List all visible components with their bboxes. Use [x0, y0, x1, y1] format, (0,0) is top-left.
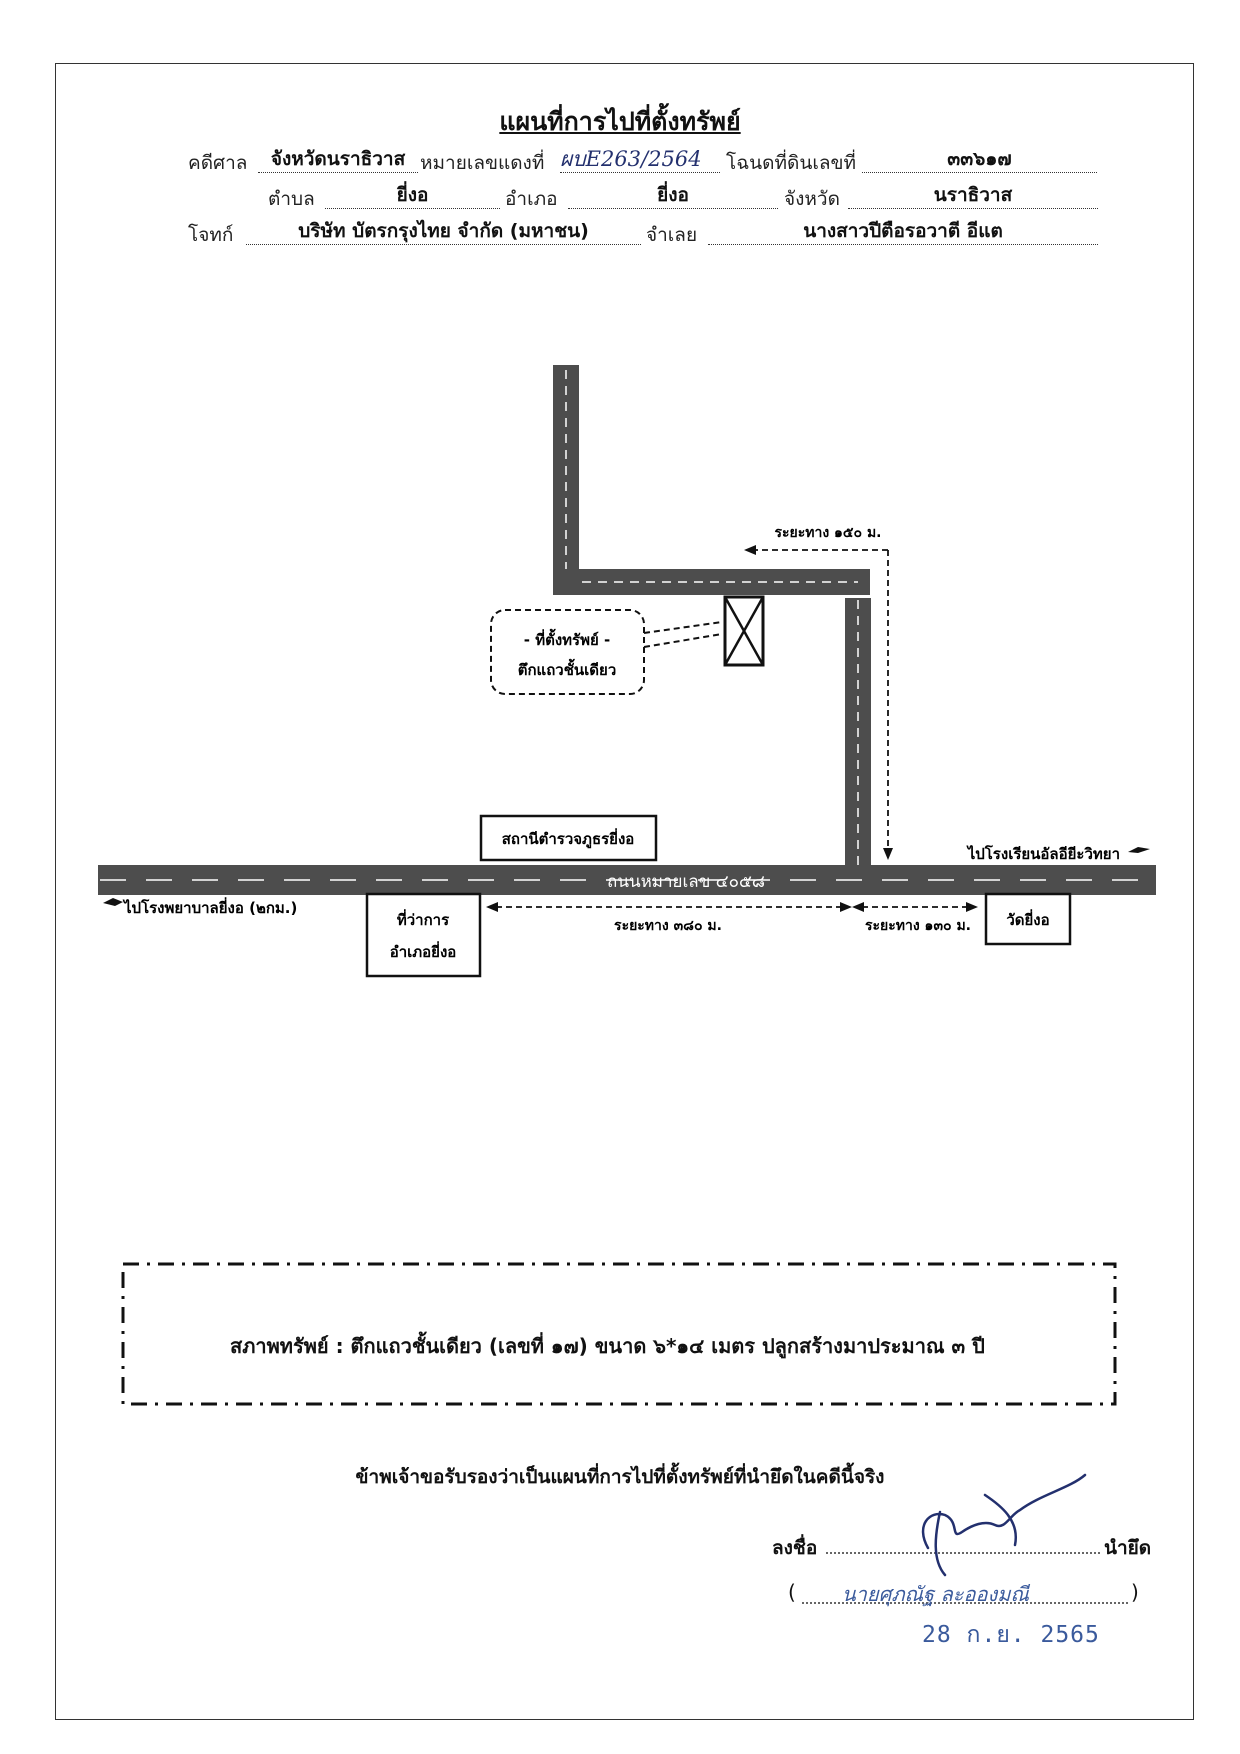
case-field: ผบE263/2564: [560, 146, 720, 173]
district-office-line1: ที่ว่าการ: [397, 909, 450, 929]
province-field: นราธิวาส: [848, 182, 1098, 209]
to-school-label: ไปโรงเรียนอัลอียีะวิทยา: [966, 844, 1120, 863]
property-callout-line1: - ที่ตั้งทรัพย์ -: [524, 628, 610, 649]
police-station-box: [479, 814, 658, 862]
court-value: จังหวัดนราธิวาส: [270, 148, 406, 170]
deed-label: โฉนดที่ดินเลขที่: [726, 152, 856, 174]
province-label: จังหวัด: [784, 188, 840, 210]
pointing-hand-icon: [1128, 847, 1150, 853]
court-label: คดีศาล: [188, 152, 248, 174]
page-frame: [55, 63, 1194, 1720]
amphoe-label: อำเภอ: [505, 188, 558, 210]
side-road-north: [553, 365, 579, 595]
sign-label: ลงชื่อ: [772, 1537, 818, 1559]
side-road-east: [553, 569, 870, 595]
main-road: [98, 865, 1156, 895]
plaintiff-label: โจทก์: [188, 224, 234, 246]
distance-380-label: ระยะทาง ๓๘๐ ม.: [614, 918, 722, 934]
court-field: จังหวัดนราธิวาส: [258, 146, 418, 173]
case-value: ผบE263/2564: [560, 147, 702, 171]
property-callout-line2: ตึกแถวชั้นเดียว: [518, 658, 617, 679]
defendant-label: จำเลย: [646, 224, 698, 246]
district-office-line2: อำเภอยี่งอ: [390, 941, 457, 961]
distance-150-label: ระยะทาง ๑๕๐ ม.: [774, 525, 881, 541]
signer-name: นายศุภณัฐ ละอองมณี: [842, 1582, 1029, 1606]
date-stamp: 28 ก.ย. 2565: [922, 1622, 1100, 1648]
plaintiff-field: บริษัท บัตรกรุงไทย จำกัด (มหาชน): [246, 218, 641, 245]
distance-130-label: ระยะทาง ๑๓๐ ม.: [865, 918, 971, 934]
distance-380-arrow: [486, 902, 852, 912]
defendant-value: นางสาวปีตือรอวาตี อีแต: [803, 220, 1003, 242]
property-callout: [490, 609, 723, 695]
page-title: แผนที่การไปที่ตั้งทรัพย์: [499, 107, 741, 136]
deed-field: ๓๓๖๑๗: [862, 146, 1097, 173]
temple-label: วัดยี่งอ: [1006, 909, 1049, 929]
amphoe-field: ยี่งอ: [568, 182, 778, 209]
amphoe-value: ยี่งอ: [657, 184, 689, 206]
distance-130-arrow: [852, 902, 978, 912]
police-station-label: สถานีตำรวจภูธรยี่งอ: [502, 828, 635, 849]
property-condition: สภาพทรัพย์ : ตึกแถวชั้นเดียว (เลขที่ ๑๗)…: [230, 1334, 985, 1358]
deed-value: ๓๓๖๑๗: [947, 148, 1012, 170]
case-label: หมายเลขแดงที่: [420, 152, 545, 174]
close-paren: ): [1131, 1580, 1139, 1604]
to-hospital-label: ไปโรงพยาบาลยี่งอ (๒กม.): [122, 897, 297, 917]
main-road-label: ถนนหมายเลข ๔๐๕๘: [607, 872, 765, 892]
tambon-label: ตำบล: [268, 188, 315, 210]
district-office-box: [365, 892, 482, 978]
tambon-value: ยี่งอ: [396, 184, 429, 206]
condition-box: [121, 1262, 1117, 1406]
distance-150-arrow: [744, 545, 893, 860]
tambon-field: ยี่งอ: [325, 182, 500, 209]
side-road-south: [845, 598, 871, 868]
plaintiff-value: บริษัท บัตรกรุงไทย จำกัด (มหาชน): [298, 220, 589, 242]
property-marker-icon: [723, 595, 765, 667]
certification-statement: ข้าพเจ้าขอรับรองว่าเป็นแผนที่การไปที่ตั้…: [355, 1466, 885, 1488]
defendant-field: นางสาวปีตือรอวาตี อีแต: [708, 218, 1098, 245]
role-label: นำยึด: [1104, 1537, 1152, 1559]
province-value: นราธิวาส: [933, 184, 1013, 206]
handwritten-signature: [921, 1473, 1087, 1577]
temple-box: [984, 892, 1072, 946]
pointing-hand-icon: [103, 898, 123, 906]
open-paren: (: [788, 1580, 796, 1604]
